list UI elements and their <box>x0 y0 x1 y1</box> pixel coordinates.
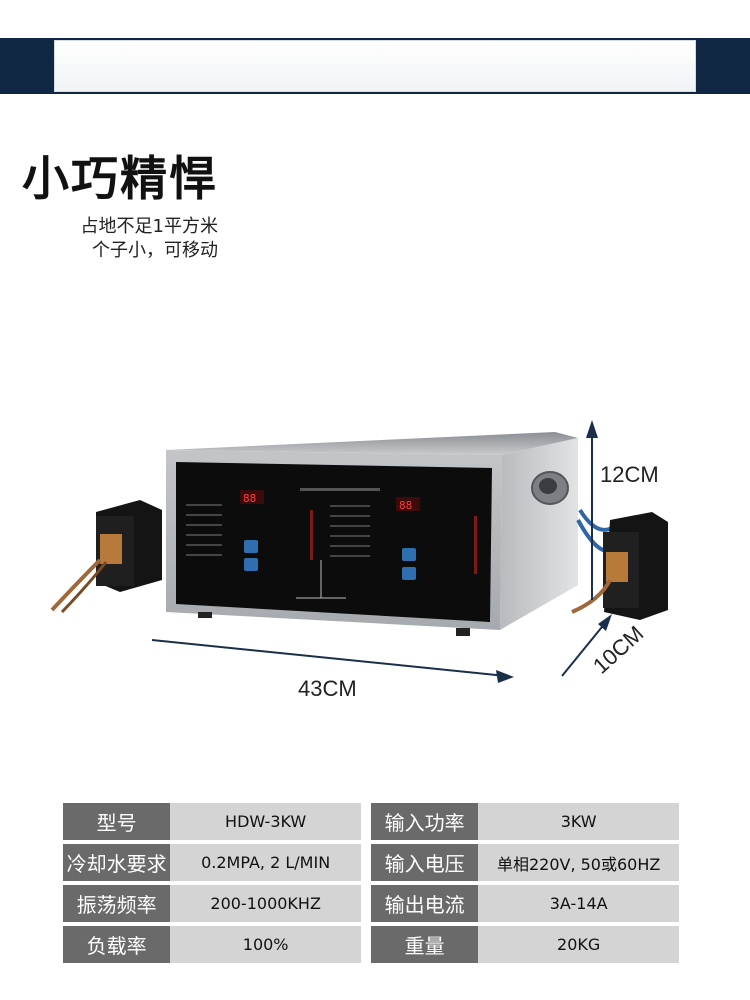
spec-key: 冷却水要求 <box>63 844 171 881</box>
spec-value: 200-1000KHZ <box>170 885 361 922</box>
spec-key: 输入电压 <box>370 844 479 881</box>
spec-value: 100% <box>170 926 361 963</box>
subline-portable: 个子小，可移动 <box>92 240 218 261</box>
spec-value: HDW-3KW <box>170 803 361 840</box>
svg-text:88: 88 <box>243 492 256 505</box>
spec-table: 型号 HDW-3KW 输入功率 3KW 冷却水要求 0.2MPA, 2 L/MI… <box>63 799 679 967</box>
dimension-width-label: 43CM <box>298 676 357 701</box>
main-cabinet <box>166 432 578 636</box>
spec-value: 单相220V, 50或60HZ <box>478 844 679 881</box>
left-heating-head <box>50 500 162 614</box>
spec-value: 0.2MPA, 2 L/MIN <box>170 844 361 881</box>
dimension-height-label: 12CM <box>600 462 659 487</box>
spec-value: 3KW <box>478 803 679 840</box>
spec-value: 20KG <box>478 926 679 963</box>
spec-key: 振荡频率 <box>63 885 171 922</box>
control-panel: 88 88 <box>186 488 477 599</box>
spec-key: 型号 <box>63 803 171 840</box>
right-heating-head <box>571 508 668 620</box>
headline: 小巧精悍 <box>22 152 218 207</box>
subline-floor-space: 占地不足1平方米 <box>80 216 218 237</box>
product-illustration: 88 88 <box>50 420 668 683</box>
spec-row: 负载率 100% 重量 20KG <box>63 926 679 963</box>
top-banner <box>0 38 750 94</box>
spec-row: 冷却水要求 0.2MPA, 2 L/MIN 输入电压 单相220V, 50或60… <box>63 844 679 881</box>
spec-value: 3A-14A <box>478 885 679 922</box>
spec-key: 输出电流 <box>370 885 479 922</box>
svg-text:88: 88 <box>399 499 412 512</box>
banner-panel <box>54 40 696 92</box>
spec-row: 振荡频率 200-1000KHZ 输出电流 3A-14A <box>63 885 679 922</box>
spec-key: 输入功率 <box>370 803 479 840</box>
spec-key: 重量 <box>370 926 479 963</box>
dimension-arrows <box>151 420 612 683</box>
spec-row: 型号 HDW-3KW 输入功率 3KW <box>63 803 679 840</box>
spec-key: 负载率 <box>63 926 171 963</box>
